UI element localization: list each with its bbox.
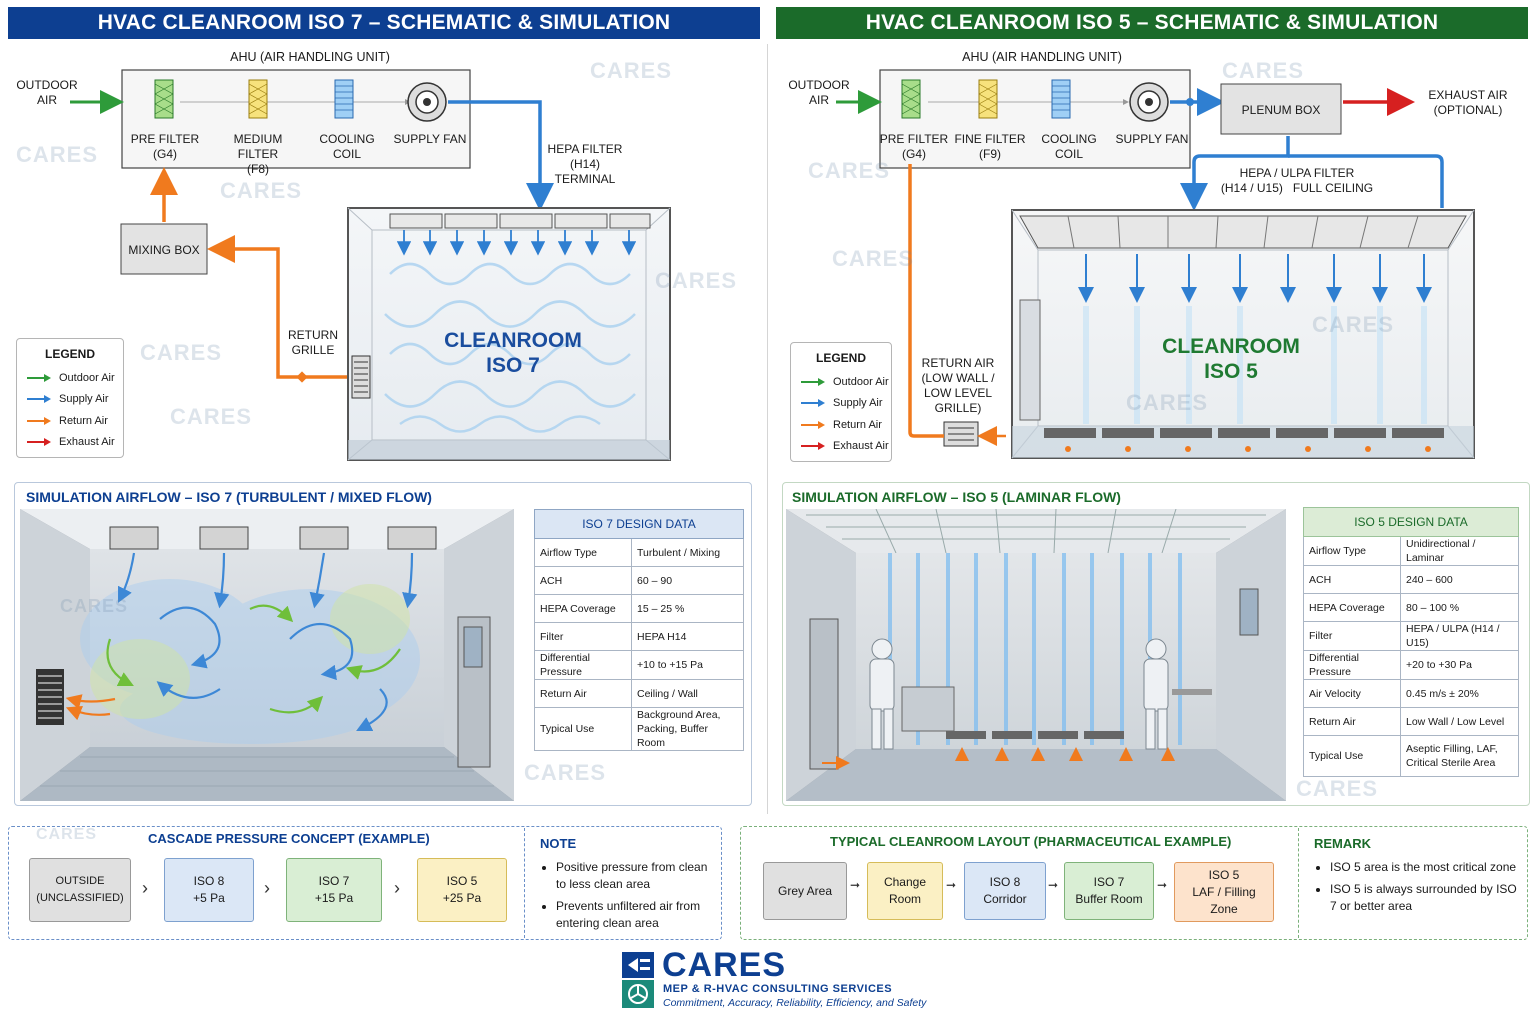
medium-filter-icon bbox=[249, 80, 267, 118]
iso5-fine-filter-label: FINE FILTER(F9) bbox=[950, 132, 1030, 162]
mixing-box-label: MIXING BOX bbox=[121, 243, 207, 258]
workstation-right bbox=[1172, 689, 1212, 695]
chevron-right-icon: › bbox=[142, 878, 148, 899]
iso5-door bbox=[1020, 300, 1040, 420]
arrow-right-icon: ➞ bbox=[946, 878, 956, 892]
iso7-supply-fan-label: SUPPLY FAN bbox=[390, 132, 470, 147]
cascade-note: NOTE Positive pressure from clean to les… bbox=[540, 836, 710, 937]
workstation-left bbox=[902, 687, 954, 731]
full-ceiling-hepa bbox=[1020, 216, 1466, 248]
chevron-right-icon: › bbox=[394, 878, 400, 899]
iso7-banner: HVAC CLEANROOM ISO 7 – SCHEMATIC & SIMUL… bbox=[8, 7, 760, 39]
low-wall-grilles bbox=[1044, 428, 1444, 438]
arrow-right-icon: ➞ bbox=[1048, 878, 1058, 892]
cascade-title: CASCADE PRESSURE CONCEPT (EXAMPLE) bbox=[148, 831, 430, 846]
cooling-coil-icon bbox=[335, 80, 353, 118]
brand-sub: MEP & R-HVAC CONSULTING SERVICES bbox=[663, 983, 892, 995]
iso5-simulation-render bbox=[786, 509, 1286, 801]
supply-fan-icon bbox=[408, 83, 446, 121]
brand-tagline: Commitment, Accuracy, Reliability, Effic… bbox=[663, 997, 926, 1009]
layout-title: TYPICAL CLEANROOM LAYOUT (PHARMACEUTICAL… bbox=[830, 834, 1231, 849]
iso7-cooling-coil-label: COOLING COIL bbox=[304, 132, 390, 162]
cares-logo-icon bbox=[620, 950, 656, 1010]
iso5-supply-fan-label: SUPPLY FAN bbox=[1112, 132, 1192, 147]
pre-filter-icon bbox=[155, 80, 173, 118]
iso5-simulation-title: SIMULATION AIRFLOW – ISO 5 (LAMINAR FLOW… bbox=[792, 489, 1121, 505]
hepa-terminals bbox=[390, 214, 650, 228]
iso7-legend: LEGEND Outdoor Air Supply Air Return Air… bbox=[16, 338, 124, 458]
sim-door-left bbox=[810, 619, 838, 769]
brand-name: CARES bbox=[662, 946, 786, 985]
supply-fan-icon bbox=[1130, 83, 1168, 121]
pre-filter-icon bbox=[902, 80, 920, 118]
layout-box-grey-area: Grey Area bbox=[763, 862, 847, 920]
chevron-right-icon: › bbox=[264, 878, 270, 899]
layout-divider bbox=[1298, 828, 1299, 938]
iso5-cooling-coil-label: COOLING COIL bbox=[1026, 132, 1112, 162]
iso7-medium-filter-label: MEDIUM FILTER(F8) bbox=[212, 132, 304, 177]
iso5-banner: HVAC CLEANROOM ISO 5 – SCHEMATIC & SIMUL… bbox=[776, 7, 1528, 39]
iso5-legend: LEGEND Outdoor Air Supply Air Return Air… bbox=[790, 342, 892, 462]
arrow-right-icon: ➞ bbox=[1157, 878, 1167, 892]
iso7-ahu-title: AHU (AIR HANDLING UNIT) bbox=[200, 50, 420, 65]
cascade-box-iso5: ISO 5+25 Pa bbox=[417, 858, 507, 922]
iso5-ahu-title: AHU (AIR HANDLING UNIT) bbox=[932, 50, 1152, 65]
cooling-coil-icon bbox=[1052, 80, 1070, 118]
fine-filter-icon bbox=[979, 80, 997, 118]
iso5-hepa-label: HEPA / ULPA FILTER(H14 / U15) FULL CEILI… bbox=[1212, 166, 1382, 196]
arrow-right-icon: ➞ bbox=[850, 878, 860, 892]
iso7-hepa-label: HEPA FILTER(H14)TERMINAL bbox=[540, 142, 630, 187]
cascade-divider bbox=[524, 828, 525, 938]
cascade-box-outside: OUTSIDE(UNCLASSIFIED) bbox=[29, 858, 131, 922]
plenum-box-label: PLENUM BOX bbox=[1221, 103, 1341, 118]
cascade-box-iso8: ISO 8+5 Pa bbox=[164, 858, 254, 922]
layout-remark: REMARK ISO 5 area is the most critical z… bbox=[1314, 836, 1520, 920]
iso7-simulation-render bbox=[20, 509, 514, 801]
iso7-simulation-title: SIMULATION AIRFLOW – ISO 7 (TURBULENT / … bbox=[26, 489, 432, 505]
iso7-pre-filter-label: PRE FILTER(G4) bbox=[125, 132, 205, 162]
cascade-box-iso7: ISO 7+15 Pa bbox=[286, 858, 382, 922]
iso5-pre-filter-label: PRE FILTER(G4) bbox=[874, 132, 954, 162]
exhaust-air-label: EXHAUST AIR(OPTIONAL) bbox=[1418, 88, 1518, 118]
